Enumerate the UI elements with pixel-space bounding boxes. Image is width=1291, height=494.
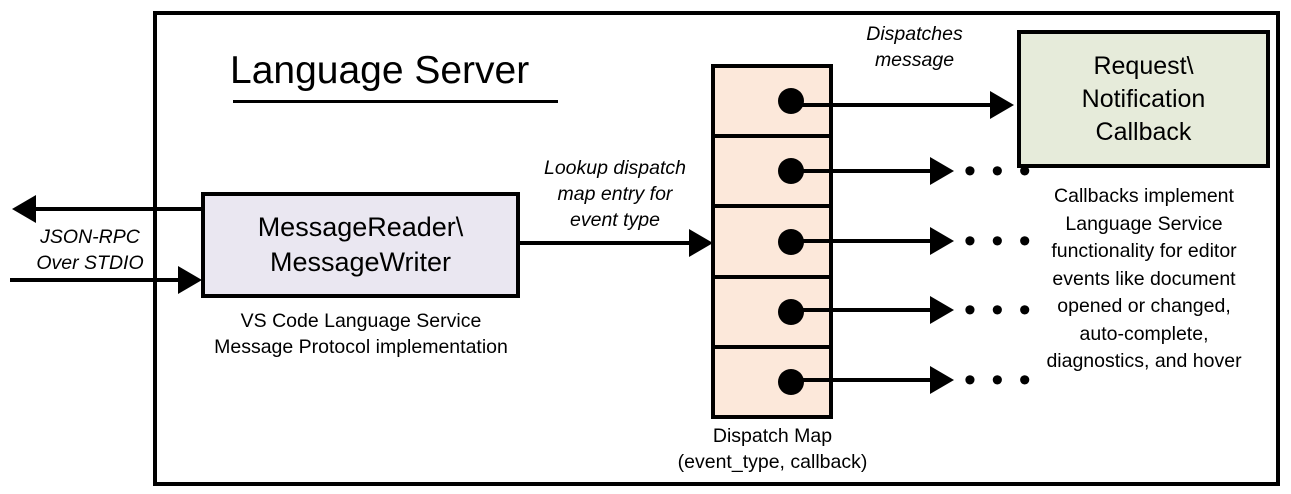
callback-caption-line6: auto-complete, [1079, 322, 1209, 345]
dispatch-map-row[interactable] [715, 138, 829, 209]
dispatch-map-caption-line2: (event_type, callback) [677, 451, 868, 473]
callback-caption-line5: opened or changed, [1057, 295, 1231, 317]
callback-caption-line4: events like document [1052, 267, 1236, 290]
lookup-dispatch-label: Lookup dispatch map entry for event type [520, 155, 710, 233]
lookup-label-line1: Lookup dispatch [543, 157, 687, 179]
jsonrpc-label-line1: JSON-RPC [40, 226, 140, 248]
dispatch-map-row[interactable] [715, 68, 829, 139]
message-reader-line: MessageReader\ [257, 212, 464, 242]
lookup-label-line3: event type [570, 209, 660, 231]
message-reader-writer-label: MessageReader\ MessageWriter [258, 210, 464, 280]
callback-line2: Notification [1081, 84, 1206, 113]
outbound-rpc-line [36, 207, 206, 211]
dispatch-map-row[interactable] [715, 279, 829, 349]
outbound-rpc-arrowhead [12, 195, 36, 223]
dispatch-row1-arrowhead [990, 91, 1014, 119]
callback-caption-line2: Language Service [1065, 212, 1223, 235]
page-title: Language Server [230, 49, 530, 92]
dispatch-row5-arrowhead [930, 366, 954, 394]
jsonrpc-transport-label: JSON-RPC Over STDIO [10, 224, 170, 276]
dispatches-label-line1: Dispatches [866, 23, 963, 45]
jsonrpc-label-line2: Over STDIO [36, 252, 144, 274]
request-notification-callback-box[interactable]: Request\ Notification Callback [1017, 30, 1270, 168]
callback-dot-icon [778, 88, 804, 115]
reader-caption-line2: Message Protocol implementation [214, 336, 508, 358]
reader-caption-line1: VS Code Language Service [240, 310, 482, 332]
dispatch-row4-arrowhead [930, 296, 954, 324]
dispatch-row3-arrowhead [930, 227, 954, 255]
dispatch-map-caption: Dispatch Map (event_type, callback) [640, 423, 905, 475]
callback-caption-line1: Callbacks implement [1054, 185, 1234, 207]
dispatch-map-caption-line1: Dispatch Map [712, 425, 833, 447]
dispatch-row1-line [789, 103, 994, 107]
dispatch-row3-line [789, 239, 934, 243]
lookup-connector-arrowhead [689, 229, 713, 257]
dispatch-row4-line [789, 308, 934, 312]
language-server-container [153, 11, 1280, 486]
message-writer-line: MessageWriter [269, 247, 452, 277]
message-reader-writer-box[interactable]: MessageReader\ MessageWriter [201, 192, 520, 298]
request-notification-callback-label: Request\ Notification Callback [1082, 50, 1206, 149]
inbound-rpc-line [10, 278, 180, 282]
callback-caption-line7: diagnostics, and hover [1046, 350, 1242, 372]
callback-line1: Request\ [1093, 51, 1194, 80]
dispatch-row2-arrowhead [930, 157, 954, 185]
dispatch-row5-line [789, 378, 934, 382]
message-reader-writer-caption: VS Code Language Service Message Protoco… [196, 308, 526, 360]
dispatch-map-row[interactable] [715, 208, 829, 279]
callback-description: Callbacks implement Language Service fun… [1010, 183, 1278, 376]
callback-caption-line3: functionality for editor [1051, 240, 1237, 262]
dispatches-label-line2: message [874, 49, 955, 71]
lookup-connector-line [518, 241, 693, 245]
page-title-underline [233, 100, 558, 103]
callback-line3: Callback [1095, 117, 1192, 146]
dispatches-message-label: Dispatches message [832, 21, 997, 73]
inbound-rpc-arrowhead [178, 266, 202, 294]
lookup-label-line2: map entry for [557, 183, 673, 205]
dispatch-row2-line [789, 169, 934, 173]
